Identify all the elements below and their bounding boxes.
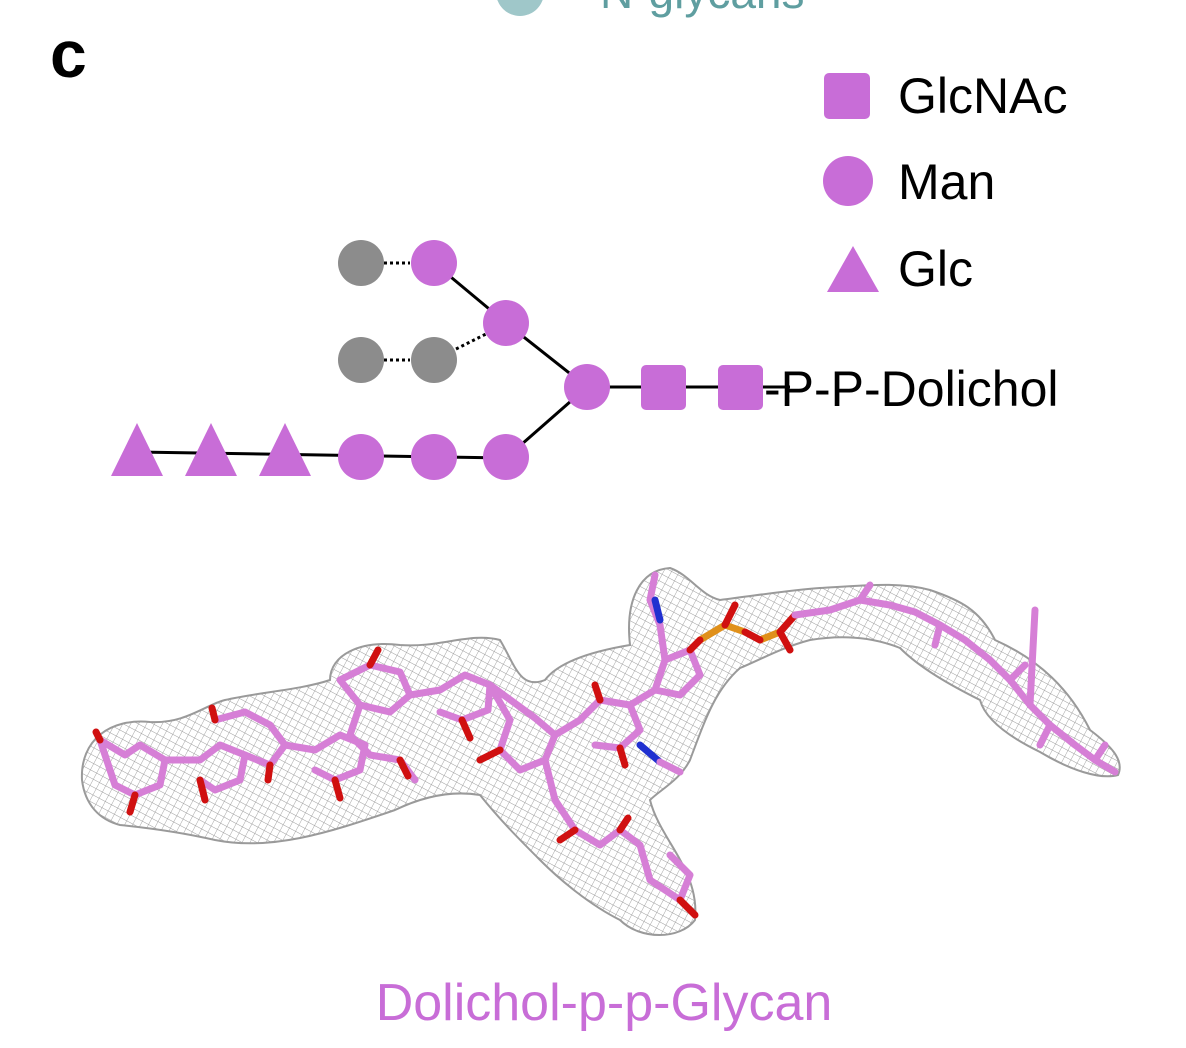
- missing-mannose-circle-2: [338, 337, 384, 383]
- mannose-circle: [338, 434, 384, 480]
- glcnac-square: [641, 365, 686, 410]
- glycan-missing-bonds: [384, 261, 487, 362]
- mannose-circle: [411, 240, 457, 286]
- dolichol-anchor-label: -P-P-Dolichol: [764, 361, 1059, 417]
- legend-label-glcnac: GlcNAc: [898, 68, 1067, 124]
- panel-label: c: [50, 17, 87, 91]
- legend-glc-triangle-icon: [827, 246, 879, 292]
- legend-label-man: Man: [898, 154, 995, 210]
- legend-glcnac-square-icon: [824, 73, 870, 119]
- density-map-structure: [80, 566, 1121, 936]
- cropped-glycan-icon: [497, 0, 543, 16]
- electron-density-mesh: [80, 566, 1121, 936]
- glucose-triangle: [185, 423, 237, 476]
- glcnac-phosphate-dolichol-sticks: [626, 571, 1119, 776]
- glucose-sticks: [92, 704, 369, 816]
- glycan-bonds: [135, 261, 790, 460]
- missing-mannose-circle-1: [338, 240, 384, 286]
- mannose-sticks: [336, 646, 699, 919]
- mannose-circle: [411, 434, 457, 480]
- glycan-schematic: -P-P-Dolichol: [111, 240, 1059, 480]
- legend-label-glc: Glc: [898, 241, 973, 297]
- legend-man-circle-icon: [823, 156, 873, 206]
- cropped-header-text: N-glycans: [600, 0, 805, 18]
- legend: GlcNAc Man Glc: [823, 68, 1067, 297]
- cropped-header: N-glycans: [497, 0, 805, 18]
- mannose-circle: [564, 364, 610, 410]
- glcnac-square: [718, 365, 763, 410]
- glucose-triangle: [111, 423, 163, 476]
- mannose-circle: [483, 434, 529, 480]
- missing-mannose-circle-3: [411, 337, 457, 383]
- glucose-triangle: [259, 423, 311, 476]
- mannose-circle: [483, 300, 529, 346]
- structure-caption: Dolichol-p-p-Glycan: [376, 974, 833, 1032]
